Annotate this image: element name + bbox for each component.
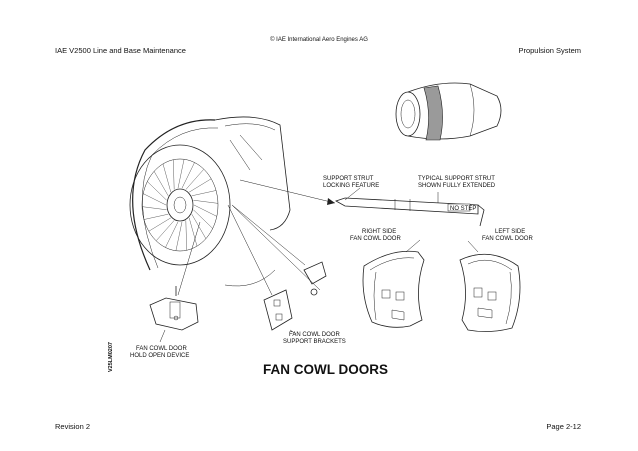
label-strut-locking-2: LOCKING FEATURE: [323, 183, 379, 189]
label-strut-extended-2: SHOWN FULLY EXTENDED: [418, 183, 496, 189]
label-brackets-2: SUPPORT BRACKETS: [283, 339, 346, 345]
label-right-door-1: RIGHT SIDE: [362, 229, 396, 235]
header-section-title: Propulsion System: [518, 46, 581, 55]
label-strut-extended-1: TYPICAL SUPPORT STRUT: [418, 176, 495, 182]
footer-page-number: Page 2-12: [546, 422, 581, 431]
engine-fan-section: [129, 116, 291, 287]
label-hold-open-1: FAN COWL DOOR: [136, 346, 187, 352]
engine-nacelle-inset: [395, 82, 502, 141]
left-side-fan-cowl-door: [459, 240, 521, 332]
header-course-title: IAE V2500 Line and Base Maintenance: [55, 46, 186, 55]
figure-title: FAN COWL DOORS: [263, 362, 388, 377]
label-strut-locking-1: SUPPORT STRUT: [323, 176, 374, 182]
leader-lines: [177, 179, 336, 296]
label-brackets-1: FAN COWL DOOR: [289, 332, 340, 338]
label-left-door-2: FAN COWL DOOR: [482, 236, 533, 242]
callout-labels: SUPPORT STRUT LOCKING FEATURE TYPICAL SU…: [130, 176, 533, 359]
footer-revision: Revision 2: [55, 422, 91, 431]
label-hold-open-2: HOLD OPEN DEVICE: [130, 353, 189, 359]
copyright-notice: © IAE International Aero Engines AG: [270, 37, 368, 43]
label-right-door-2: FAN COWL DOOR: [350, 236, 401, 242]
label-left-door-1: LEFT SIDE: [495, 229, 525, 235]
no-step-marking: NO STEP: [450, 206, 476, 212]
right-side-fan-cowl-door: [362, 239, 425, 328]
fan-cowl-door-hold-open-device: [149, 286, 199, 343]
support-strut: NO STEP: [335, 187, 485, 227]
fan-cowl-door-support-brackets: [263, 261, 327, 335]
figure-id-code: V25LM0207: [108, 342, 114, 372]
